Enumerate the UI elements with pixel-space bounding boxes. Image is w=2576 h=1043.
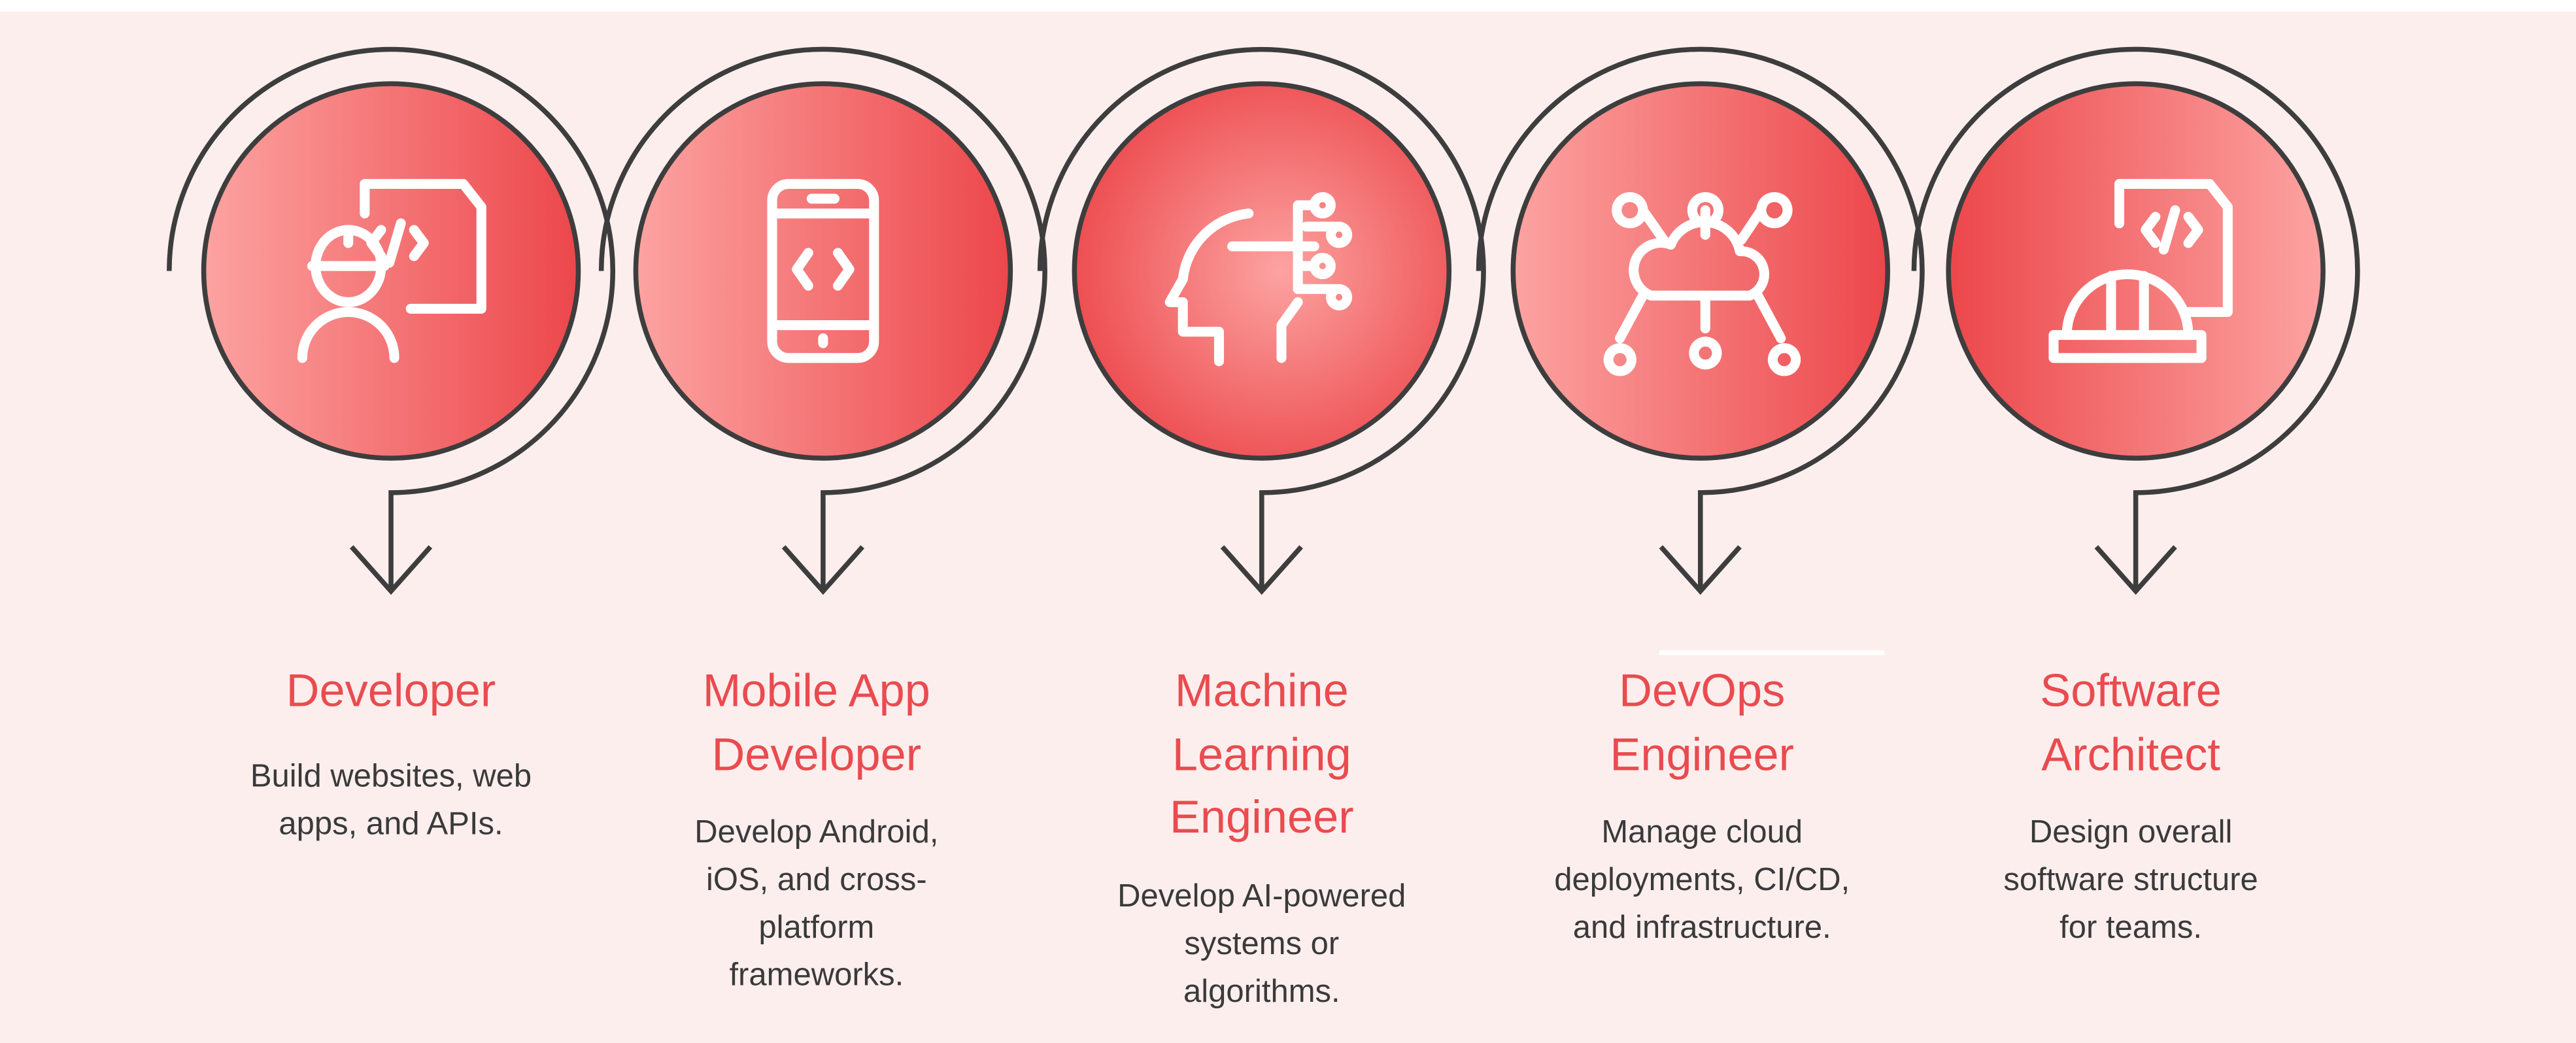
desc-line: and infrastructure. — [1572, 910, 1831, 946]
desc-line: Develop Android, — [694, 814, 939, 851]
connector-ring — [1476, 46, 1925, 591]
connector-ring — [167, 46, 616, 591]
cloud-network-icon — [1603, 191, 1801, 376]
arrow-down-icon — [781, 545, 865, 595]
step-title: DevOps Engineer — [1489, 660, 1916, 786]
step-machine-learning-engineer: Machine Learning Engineer Develop AI-pow… — [1048, 660, 1475, 1016]
step-description: Develop AI-powered systems or algorithms… — [1048, 873, 1475, 1016]
step-circle — [633, 81, 1013, 461]
title-line: Engineer — [1610, 728, 1795, 780]
step-description: Manage cloud deployments, CI/CD, and inf… — [1489, 810, 1916, 953]
desc-line: Build websites, web — [250, 757, 532, 794]
step-title: Mobile App Developer — [603, 660, 1030, 786]
developer-hardhat-code-icon — [297, 178, 486, 363]
desc-line: apps, and APIs. — [279, 805, 503, 842]
desc-line: Manage cloud — [1601, 814, 1803, 851]
desc-line: algorithms. — [1183, 972, 1340, 1010]
desc-line: software structure — [2003, 862, 2258, 899]
step-description: Build websites, web apps, and APIs. — [177, 753, 604, 848]
desc-line: deployments, CI/CD, — [1554, 862, 1850, 899]
step-developer: Developer Build websites, web apps, and … — [177, 660, 604, 848]
title-line: Learning — [1172, 728, 1351, 780]
title-line: Machine — [1174, 665, 1349, 716]
hardhat-code-document-icon — [2048, 178, 2233, 363]
title-line: DevOps — [1619, 665, 1786, 716]
step-software-architect: Software Architect Design overall softwa… — [1917, 660, 2344, 952]
desc-line: platform — [758, 910, 875, 946]
step-title: Developer — [177, 660, 604, 723]
title-line: Mobile App — [702, 665, 930, 716]
desc-line: frameworks. — [729, 957, 904, 994]
connector-ring — [598, 46, 1047, 591]
mobile-phone-code-icon — [767, 178, 879, 363]
desc-line: systems or — [1184, 925, 1340, 962]
desc-line: Design overall — [2029, 814, 2233, 851]
step-description: Design overall software structure for te… — [1917, 810, 2344, 953]
step-devops-engineer: DevOps Engineer Manage cloud deployments… — [1489, 660, 1916, 952]
title-line: Developer — [711, 728, 922, 780]
step-title: Machine Learning Engineer — [1048, 660, 1475, 850]
title-line: Architect — [2041, 728, 2220, 780]
desc-line: iOS, and cross- — [705, 862, 927, 899]
divider-line — [1659, 650, 1885, 655]
connector-ring — [1911, 46, 2360, 591]
step-circle — [1510, 81, 1890, 461]
step-circle — [201, 81, 581, 461]
step-circle — [1072, 81, 1452, 461]
step-description: Develop Android, iOS, and cross- platfor… — [603, 810, 1030, 1000]
arrow-down-icon — [2094, 545, 2177, 595]
arrow-down-icon — [1220, 545, 1303, 595]
desc-line: Develop AI-powered — [1117, 878, 1406, 914]
ai-head-circuit-icon — [1164, 192, 1353, 367]
arrow-down-icon — [1659, 545, 1742, 595]
step-title: Software Architect — [1917, 660, 2344, 786]
desc-line: for teams. — [2059, 910, 2203, 946]
top-border — [0, 0, 2576, 12]
step-mobile-app-developer: Mobile App Developer Develop Android, iO… — [603, 660, 1030, 1000]
arrow-down-icon — [349, 545, 433, 595]
title-line: Developer — [286, 665, 496, 716]
title-line: Software — [2040, 665, 2222, 716]
connector-ring — [1037, 46, 1486, 591]
title-line: Engineer — [1169, 791, 1354, 843]
